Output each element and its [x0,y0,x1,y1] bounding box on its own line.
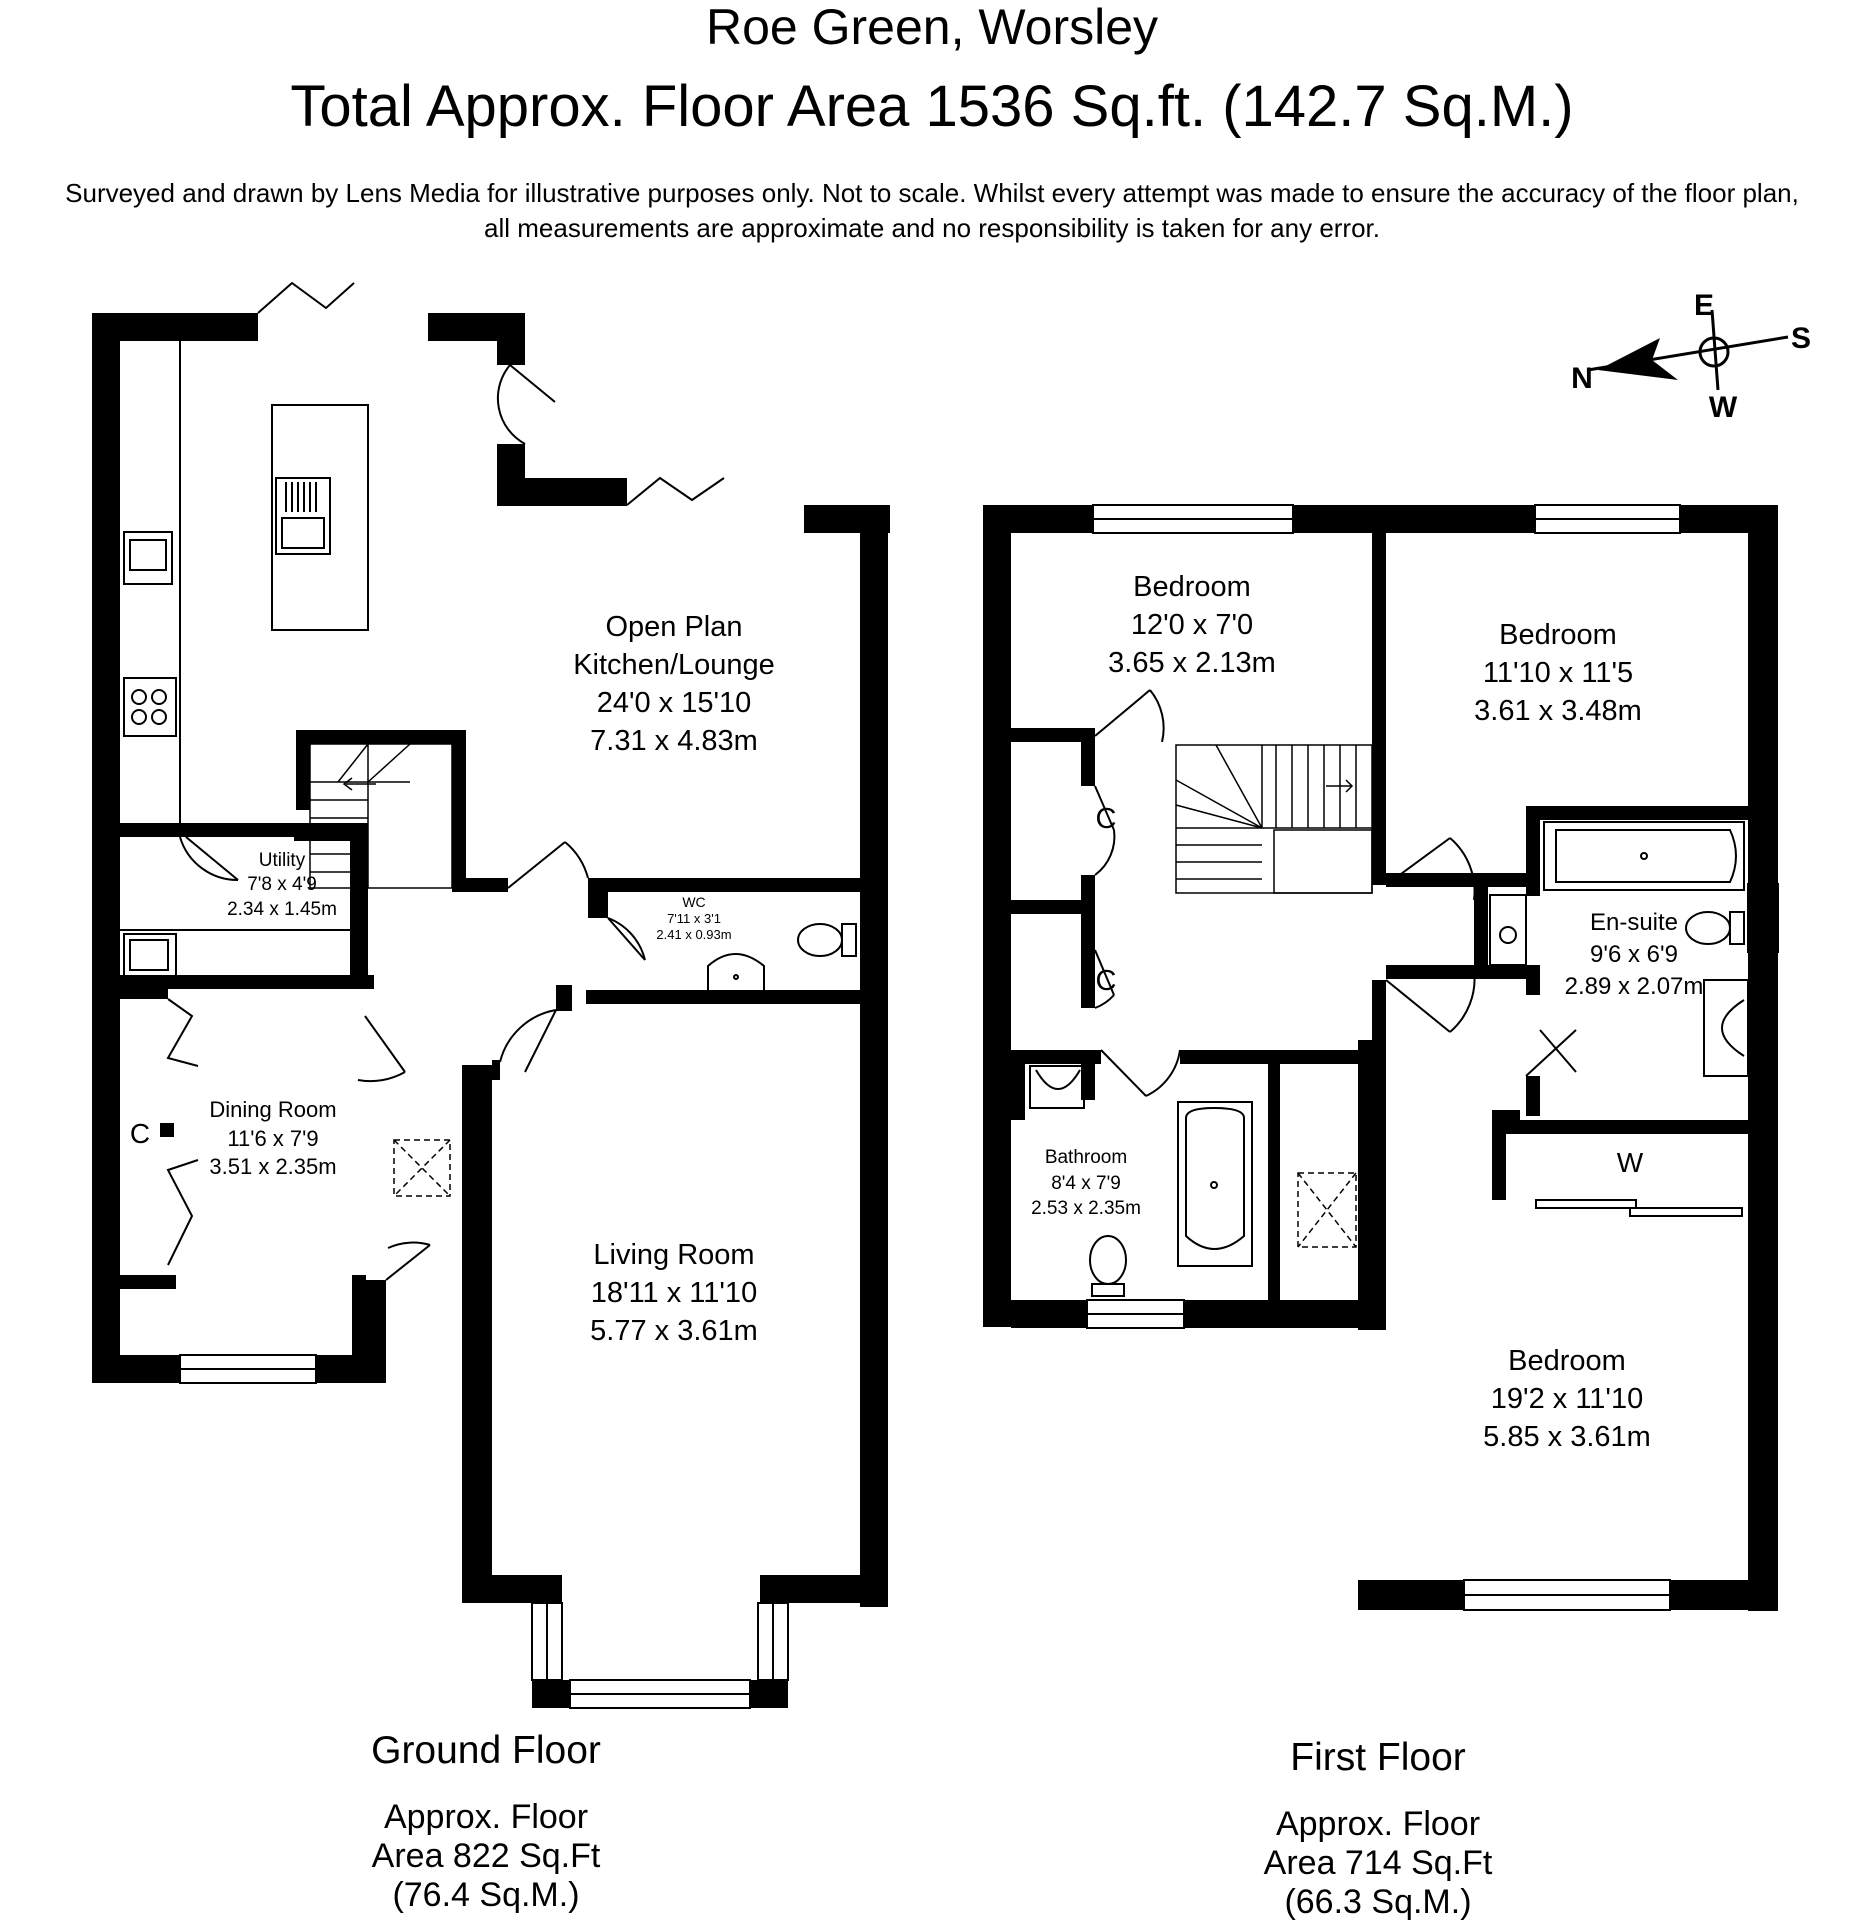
ground-floor-area-line3: (76.4 Sq.M.) [392,1876,580,1914]
first-floor-plan [983,504,1779,1611]
dining-room-metric: 3.51 x 2.35m [209,1154,336,1179]
utility-label: Utility [259,850,306,871]
first-floor-walls [983,505,1778,1611]
bedroom-c-metric: 5.85 x 3.61m [1483,1421,1651,1453]
ground-floor-area: Approx. Floor Area 822 Sq.Ft (76.4 Sq.M.… [256,1798,716,1915]
ground-staircase [309,743,453,889]
ground-floor-area-line2: Area 822 Sq.Ft [371,1837,601,1875]
bay-window [531,1602,789,1709]
kitchen-label-line1: Open Plan [605,611,742,643]
disclaimer-line-1: Surveyed and drawn by Lens Media for ill… [65,178,1799,208]
bathroom-label: Bathroom [1045,1147,1127,1168]
first-floor-windows [1086,504,1779,1611]
bathroom-metric: 2.53 x 2.35m [1031,1198,1141,1219]
bedroom-c-imperial: 19'2 x 11'10 [1491,1383,1643,1415]
cupboard-2-label: C [1096,965,1117,997]
wc-window [861,909,887,971]
bifold-door-top [257,281,355,314]
living-room-label: Living Room [593,1239,754,1271]
ground-floor-caption: Ground Floor Approx. Floor Area 822 Sq.F… [256,1728,716,1915]
compass-south: S [1791,322,1811,355]
disclaimer: Surveyed and drawn by Lens Media for ill… [0,176,1864,246]
first-floor-labels: Bedroom 12'0 x 7'0 3.65 x 2.13m Bedroom … [1031,571,1703,1453]
bedroom-a-metric: 3.65 x 2.13m [1108,647,1276,679]
dining-window [179,1354,317,1384]
bedroom-a-label: Bedroom [1133,571,1251,603]
ensuite-imperial: 9'6 x 6'9 [1590,941,1678,968]
first-floor-doors [1094,689,1577,1097]
ensuite-fittings [1489,821,1749,1077]
dining-room-imperial: 11'6 x 7'9 [227,1126,318,1151]
ground-floor-plan [92,281,890,1709]
first-skylight [1297,1172,1357,1248]
compass-labels: E S W N [1571,289,1811,424]
kitchen-label-line2: Kitchen/Lounge [573,649,775,681]
property-location: Roe Green, Worsley [705,0,1159,55]
first-floor-area-line3: (66.3 Sq.M.) [1284,1883,1472,1921]
ground-floor-area-line1: Approx. Floor [383,1798,589,1836]
kitchen-fittings [120,341,369,983]
wardrobe-label: W [1617,1147,1644,1178]
wc-imperial: 7'11 x 3'1 [667,911,721,926]
first-floor-caption: First Floor Approx. Floor Area 714 Sq.Ft… [1148,1735,1608,1922]
total-floor-area: Total Approx. Floor Area 1536 Sq.ft. (14… [290,74,1574,139]
living-room-metric: 5.77 x 3.61m [590,1315,758,1347]
compass-north: N [1571,362,1593,395]
kitchen-metric: 7.31 x 4.83m [590,725,758,757]
compass-rose [1587,309,1789,391]
bathroom-fittings [1029,1065,1253,1297]
first-floor-title: First Floor [1290,1736,1466,1779]
north-arrow-icon [1598,338,1678,380]
first-staircase [1175,744,1373,894]
bedroom-c-label: Bedroom [1508,1345,1626,1377]
dining-room-label: Dining Room [209,1097,336,1122]
bedroom-b-label: Bedroom [1499,619,1617,651]
ground-floor-doors [166,364,646,1281]
dining-cupboard-label: C [130,1118,150,1149]
wc-fittings [707,923,857,990]
disclaimer-line-2: all measurements are approximate and no … [484,213,1380,243]
first-floor-area-line1: Approx. Floor [1275,1805,1481,1843]
bedroom-a-imperial: 12'0 x 7'0 [1131,609,1253,641]
wc-metric: 2.41 x 0.93m [656,927,731,942]
utility-imperial: 7'8 x 4'9 [247,874,317,895]
compass-east: E [1694,289,1714,322]
cupboard-marker [160,1123,174,1137]
wardrobe-doors [1535,1199,1743,1217]
ground-floor-title: Ground Floor [371,1729,601,1772]
first-floor-area: Approx. Floor Area 714 Sq.Ft (66.3 Sq.M.… [1148,1805,1608,1922]
bifold-door-right [626,476,725,506]
bedroom-b-imperial: 11'10 x 11'5 [1483,657,1633,689]
living-room-imperial: 18'11 x 11'10 [591,1277,757,1309]
compass-west: W [1709,391,1738,424]
ground-floor-walls [92,313,890,1708]
kitchen-imperial: 24'0 x 15'10 [597,687,752,719]
cupboard-1-label: C [1096,803,1117,835]
first-floor-area-line2: Area 714 Sq.Ft [1263,1844,1493,1882]
ensuite-metric: 2.89 x 2.07m [1565,973,1704,1000]
wc-label: WC [682,894,705,910]
utility-metric: 2.34 x 1.45m [227,899,337,920]
ground-floor-labels: Open Plan Kitchen/Lounge 24'0 x 15'10 7.… [130,611,775,1347]
ensuite-label: En-suite [1590,909,1678,936]
bathroom-imperial: 8'4 x 7'9 [1051,1173,1121,1194]
ground-skylight [393,1139,451,1197]
bedroom-b-metric: 3.61 x 3.48m [1474,695,1642,727]
